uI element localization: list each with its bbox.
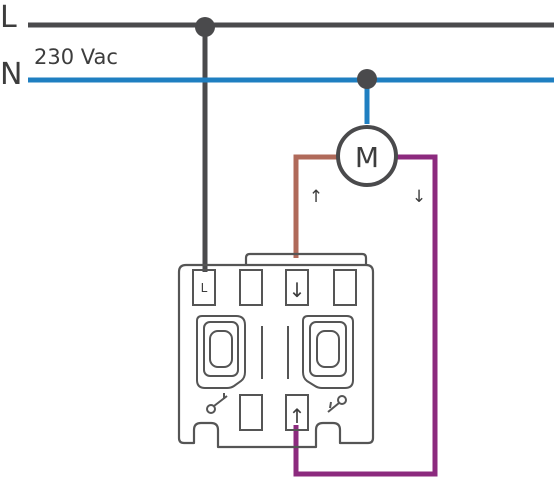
left-rocker-frame	[196, 315, 246, 389]
up-wire	[293, 154, 342, 258]
terminal-up-arrow: ↓	[289, 278, 306, 302]
right-rocker-frame-inner	[309, 321, 347, 377]
line-label: L	[0, 0, 17, 35]
terminal-down-arrow: ↑	[289, 404, 306, 428]
terminal-2	[239, 269, 263, 306]
right-rocker-frame	[302, 315, 354, 389]
left-rocker-frame-inner	[203, 321, 239, 377]
arrow-down-label: ↓	[412, 187, 426, 207]
neutral-junction-dot	[357, 69, 377, 89]
switch-top-tab	[244, 252, 368, 265]
terminal-down	[285, 394, 309, 431]
right-rocker-window	[316, 330, 340, 368]
motor-icon	[336, 125, 398, 187]
switch-body	[177, 252, 375, 449]
arrow-up-label: ↑	[309, 187, 323, 207]
terminal-l-label: L	[201, 281, 208, 295]
terminal-4	[333, 269, 357, 306]
bottom-terminals	[239, 394, 309, 431]
motor-label: M	[355, 141, 379, 174]
right-rocker	[287, 315, 354, 413]
switch-outline	[177, 263, 375, 449]
neutral-label: N	[0, 57, 22, 92]
shutter-up-symbol	[206, 393, 228, 414]
left-rocker-window	[209, 330, 233, 368]
down-wire	[293, 154, 438, 477]
top-terminals	[192, 269, 357, 306]
left-rocker	[196, 315, 263, 414]
terminal-5	[239, 394, 263, 431]
line-junction-dot	[195, 17, 215, 37]
shutter-down-symbol	[327, 395, 347, 413]
terminal-up	[285, 269, 309, 306]
terminal-l	[192, 269, 216, 306]
motor: M	[336, 125, 398, 187]
voltage-label: 230 Vac	[34, 45, 118, 69]
